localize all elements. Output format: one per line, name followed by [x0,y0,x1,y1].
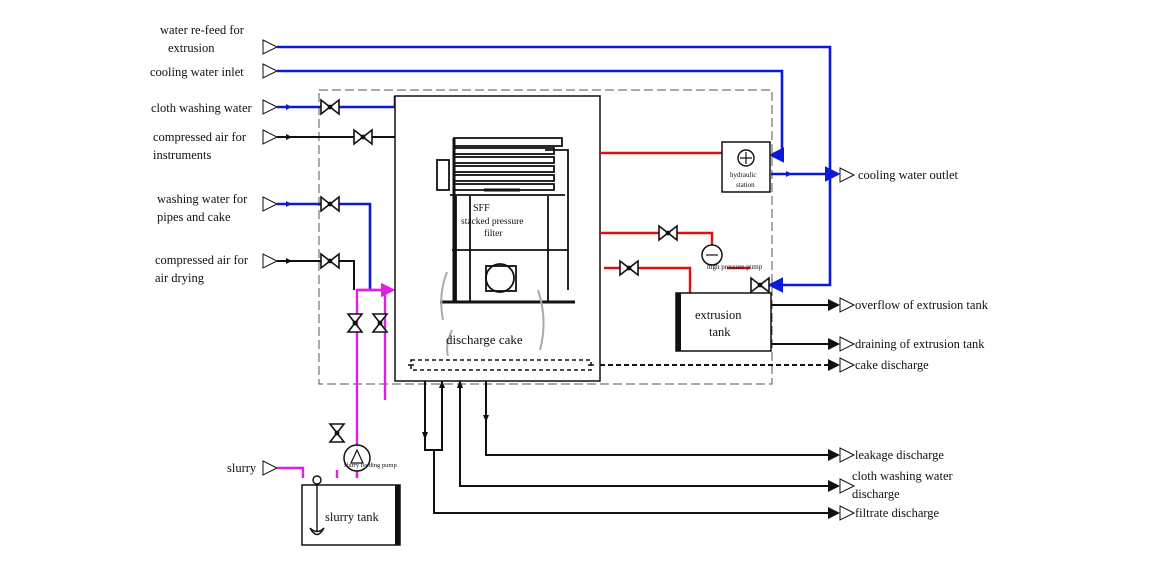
label-draining-extrusion-tank: draining of extrusion tank [855,337,985,351]
discharge-cake-curves [440,271,545,357]
label-overflow-extrusion-tank: overflow of extrusion tank [855,298,988,312]
label-cloth-washing-discharge-line1: cloth washing water [852,469,953,483]
valve-cloth-washing[interactable] [320,99,340,115]
label-water-refeed-line1: water re-feed for [160,23,244,37]
valve-compressed-air-drying[interactable] [320,253,340,269]
hydraulic-station-label-2: station [736,181,755,189]
label-compressed-air-drying: compressed air for air drying [155,251,248,287]
label-washing-water-pipes-cake-line2: pipes and cake [157,210,231,224]
label-compressed-air-instruments-line1: compressed air for [153,130,247,144]
valve-compressed-air-instruments[interactable] [353,129,373,145]
label-cooling-water-inlet: cooling water inlet [150,65,244,79]
label-compressed-air-drying-line1: compressed air for [155,253,249,267]
slurry-feeding-pump-label: slurry feeding pump [344,462,397,469]
slurry-tank [301,484,401,546]
valve-refeed[interactable] [750,277,770,293]
agitator-icon [309,475,325,536]
filter-label-2: stacked pressure [461,217,524,227]
label-leakage-discharge: leakage discharge [855,448,944,462]
discharge-cake-label: discharge cake [446,332,523,347]
label-water-refeed: water re-feed for extrusion [160,21,244,57]
extrusion-tank [675,292,772,352]
filter-drawing [436,137,575,304]
label-filtrate-discharge: filtrate discharge [855,506,940,520]
label-cake-discharge: cake discharge [855,358,929,372]
label-compressed-air-drying-line2: air drying [155,271,204,285]
cake-conveyor [408,359,594,371]
valve-slurry-bypass[interactable] [329,423,345,443]
label-water-refeed-line2: extrusion [168,41,215,55]
air-lines [277,136,395,290]
valve-slurry-1[interactable] [347,313,363,333]
label-cloth-washing-water-discharge: cloth washing water discharge [852,467,953,503]
output-connectors [839,167,856,521]
label-slurry: slurry [227,461,257,475]
input-connectors [262,39,279,476]
high-pressure-pump-label: high pressure pump [707,263,763,271]
label-washing-water-pipes-cake: washing water for pipes and cake [157,190,247,226]
label-washing-water-pipes-cake-line1: washing water for [157,192,248,206]
filter-housing [394,95,601,382]
label-cooling-water-outlet: cooling water outlet [858,168,958,182]
valve-highpressure-return[interactable] [658,225,678,241]
extrusion-tank-label-1: extrusion [695,308,742,322]
label-compressed-air-instruments: compressed air for instruments [153,128,246,164]
extrusion-tank-label-2: tank [709,325,731,339]
valve-washing-pipes[interactable] [320,196,340,212]
hydraulic-station-label-1: hydraulic [730,171,756,179]
label-cloth-washing-discharge-line2: discharge [852,487,900,501]
label-compressed-air-instruments-line2: instruments [153,148,212,162]
label-cloth-washing-water: cloth washing water [151,101,252,115]
filter-label-1: SFF [473,203,490,214]
filter-label-3: filter [484,228,503,239]
skid-boundary [318,89,773,385]
valve-extrusion-feed[interactable] [619,260,639,276]
outlet-lines [424,299,840,519]
slurry-tank-label: slurry tank [325,510,380,524]
